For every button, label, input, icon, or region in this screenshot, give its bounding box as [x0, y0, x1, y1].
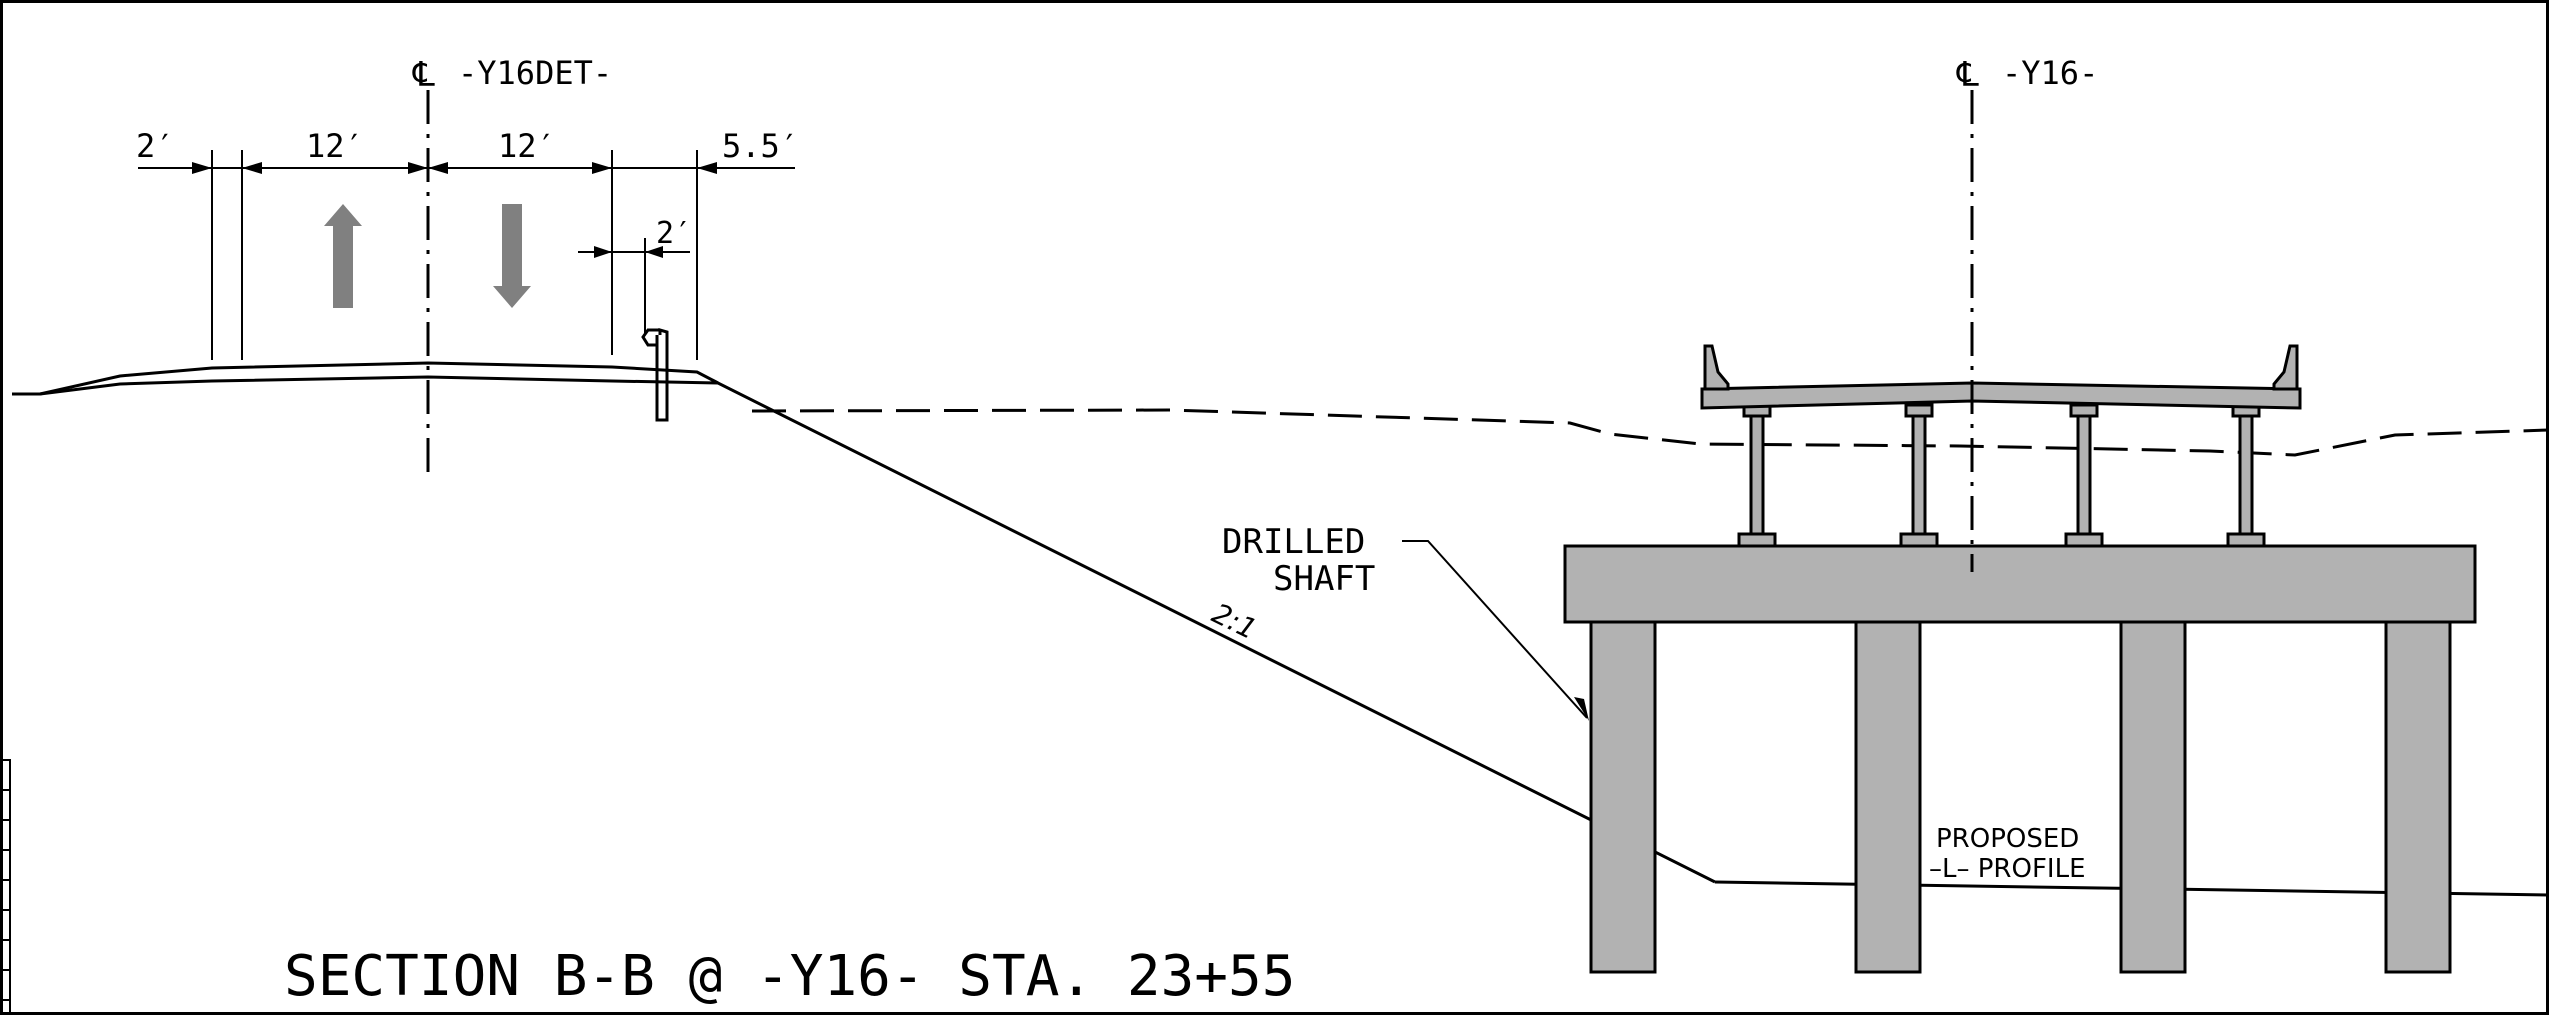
drilled-shaft-label-line1: DRILLED — [1222, 522, 1365, 562]
centerline-y16-label: -Y16- — [2002, 54, 2098, 92]
drilled-shaft — [1854, 620, 1922, 974]
drilled-shaft — [2119, 620, 2187, 974]
traffic-arrow-down-icon — [493, 204, 531, 308]
centerline-y16det-symbol: ℄ — [412, 55, 435, 95]
roadside-barrier — [641, 328, 669, 422]
dim-lane-left: 12′ — [306, 127, 364, 165]
drilled-shaft-label-line2: SHAFT — [1273, 559, 1375, 599]
drilled-shaft-leader — [1402, 540, 1588, 719]
girder — [1899, 403, 1939, 548]
existing-ground-dashed — [751, 408, 2549, 457]
dimension-arrowheads — [192, 162, 717, 174]
girder — [2064, 403, 2104, 548]
roadway-surface — [12, 361, 719, 396]
drilled-shaft-leader-arrowhead — [1574, 697, 1589, 721]
girder — [2226, 403, 2266, 548]
dim-barrier-offset: 2′ — [656, 216, 692, 251]
section-title: SECTION B-B @ -Y16- STA. 23+55 — [284, 944, 1295, 1009]
dim-offset-right: 5.5′ — [722, 127, 799, 165]
embankment-slope — [711, 378, 1716, 884]
slope-label: 2:1 — [1207, 597, 1262, 646]
parapet-left — [1703, 344, 1730, 391]
dimension-lines-top — [138, 150, 795, 360]
dim-lane-right: 12′ — [498, 127, 556, 165]
centerline-y16-symbol: ℄ — [1956, 55, 1979, 95]
traffic-arrow-up-icon — [324, 204, 362, 308]
left-edge-remnant — [0, 759, 11, 1015]
profile-label-line1: PROPOSED — [1936, 824, 2079, 854]
drilled-shaft — [2384, 620, 2452, 974]
dim-shoulder-left: 2′ — [136, 127, 175, 165]
girder — [1737, 403, 1777, 548]
girders — [1737, 403, 2266, 548]
parapet-right — [2272, 344, 2299, 391]
profile-label-line2: –L– PROFILE — [1929, 854, 2086, 884]
drilled-shafts — [1589, 620, 2452, 974]
dimension-barrier-arrowheads — [594, 246, 663, 258]
bridge-deck — [1700, 381, 2302, 410]
centerline-y16det-label: -Y16DET- — [458, 54, 612, 92]
bent-cap — [1563, 544, 2477, 624]
drilled-shaft — [1589, 620, 1657, 974]
